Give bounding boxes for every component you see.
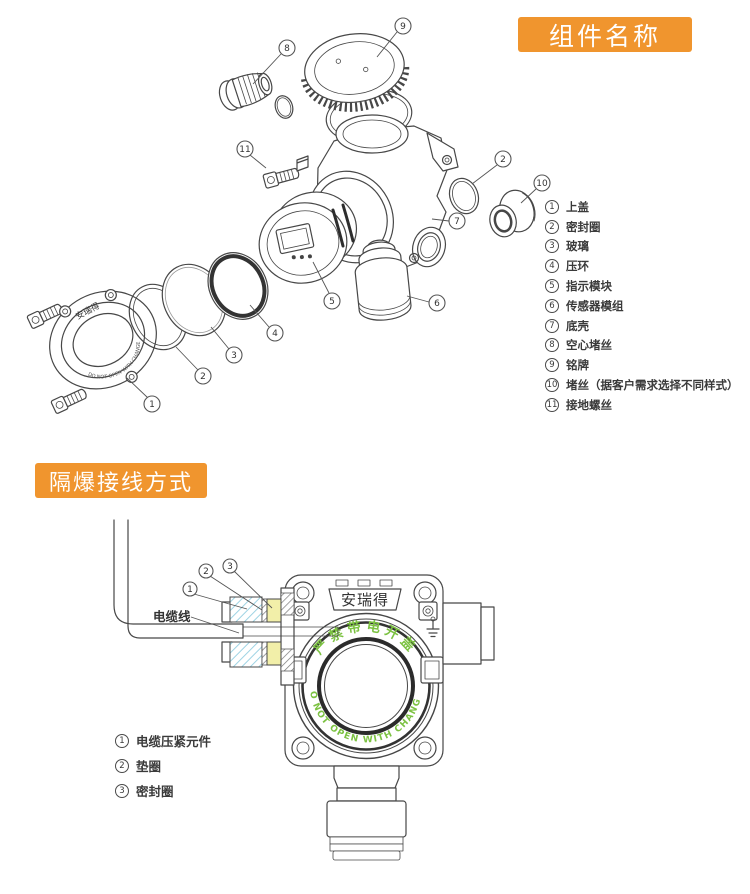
sensor-module [354,239,412,321]
wiring-diagram: 安瑞得 严禁带电开盖 DO NOT OPEN WITH CHANGED [90,505,495,861]
svg-text:9: 9 [400,22,406,32]
legend-num: 1 [115,733,129,748]
svg-text:3: 3 [227,562,233,572]
cable-clamp-element [229,596,263,623]
exploded-view-diagram: 安瑞得 DO NOT OPEN WITH CHANGED [26,17,551,415]
wiring-legend: 1 电缆压紧元件 2 垫圈 3 密封圈 [115,728,211,803]
svg-text:4: 4 [272,329,278,339]
cable-label: 电缆线 [153,609,191,624]
wiring-callout-1: 1 [182,581,198,597]
legend-num: 5 [545,279,559,294]
legend-label: 指示模块 [566,279,612,294]
legend-item: 8 空心堵丝 [545,336,739,356]
legend-item: 3 密封圈 [115,778,211,803]
svg-text:5: 5 [329,297,335,307]
sealing-ring [266,598,282,623]
hollow-plug [218,72,273,111]
svg-text:8: 8 [284,44,290,54]
legend-item: 2 垫圈 [115,753,211,778]
legend-item: 7 底壳 [545,316,739,336]
legend-item: 10 堵丝（据客户需求选择不同样式） [545,375,739,395]
section-title-wiring: 隔爆接线方式 [35,463,207,498]
callout-8: 8 [278,39,296,57]
svg-text:11: 11 [239,145,250,155]
legend-label: 压环 [566,259,589,274]
legend-num: 1 [545,199,559,214]
legend-label: 密封圈 [566,219,601,234]
legend-item: 1 上盖 [545,197,739,217]
legend-num: 9 [545,358,559,373]
svg-text:6: 6 [434,299,440,309]
legend-item: 11 接地螺丝 [545,395,739,415]
legend-label: 传感器模组 [566,298,624,313]
custom-plug [489,189,536,238]
legend-label: 上盖 [566,199,589,214]
legend-num: 3 [115,783,129,798]
legend-label: 电缆压紧元件 [136,734,212,749]
legend-num: 4 [545,259,559,274]
legend-item: 2 密封圈 [545,217,739,237]
legend-num: 6 [545,298,559,313]
svg-text:1: 1 [149,400,155,410]
grounding-screw [26,155,309,415]
callout-2-left: 2 [194,367,212,385]
sensor-head [326,765,407,861]
legend-num: 2 [545,219,559,234]
wiring-callout-3: 3 [222,558,238,574]
callout-1: 1 [143,395,161,413]
legend-num: 7 [545,318,559,333]
legend-label: 空心堵丝 [566,338,612,353]
callout-10: 10 [533,174,551,192]
svg-text:10: 10 [536,179,548,189]
callout-9: 9 [394,17,412,35]
legend-num: 3 [545,239,559,254]
cable-gland [221,587,295,686]
brand-nameplate [328,588,402,611]
legend-num: 11 [545,397,559,412]
legend-label: 接地螺丝 [566,397,612,412]
legend-item: 9 铭牌 [545,355,739,375]
cable [113,519,339,639]
callout-3: 3 [225,346,243,364]
legend-item: 3 玻璃 [545,237,739,257]
legend-item: 1 电缆压紧元件 [115,728,211,753]
side-port [442,602,482,665]
legend-num: 2 [115,758,129,773]
legend-label: 垫圈 [136,759,162,774]
display-module [258,191,358,284]
seal-ring-right [448,177,480,215]
nameplate-cap [301,33,410,112]
legend-num: 10 [545,378,559,393]
svg-text:2: 2 [200,372,206,382]
callout-5: 5 [323,292,341,310]
legend-item: 6 传感器模组 [545,296,739,316]
callout-4: 4 [266,324,284,342]
side-port [411,226,447,268]
ground-symbol [426,616,440,638]
svg-text:3: 3 [231,351,237,361]
section-title-components: 组件名称 [518,17,692,52]
brand-text: 安瑞得 [341,591,389,609]
svg-text:7: 7 [454,217,460,227]
svg-text:2: 2 [203,567,209,577]
legend-label: 铭牌 [566,358,589,373]
legend-label: 玻璃 [566,239,589,254]
svg-text:2: 2 [500,155,506,165]
legend-label: 底壳 [566,318,589,333]
top-cover: 安瑞得 DO NOT OPEN WITH CHANGED [49,288,157,390]
press-ring [207,252,269,320]
svg-text:1: 1 [187,585,193,595]
legend-label: 密封圈 [136,784,174,799]
legend-item: 5 指示模块 [545,276,739,296]
callout-2-right: 2 [494,150,512,168]
callout-7: 7 [448,212,466,230]
legend-num: 8 [545,338,559,353]
callout-11: 11 [236,140,254,158]
legend-item: 4 压环 [545,256,739,276]
legend-label: 堵丝（据客户需求选择不同样式） [566,378,739,393]
wiring-callout-2: 2 [198,563,214,579]
callout-6: 6 [428,294,446,312]
plug-o-ring [274,95,294,119]
